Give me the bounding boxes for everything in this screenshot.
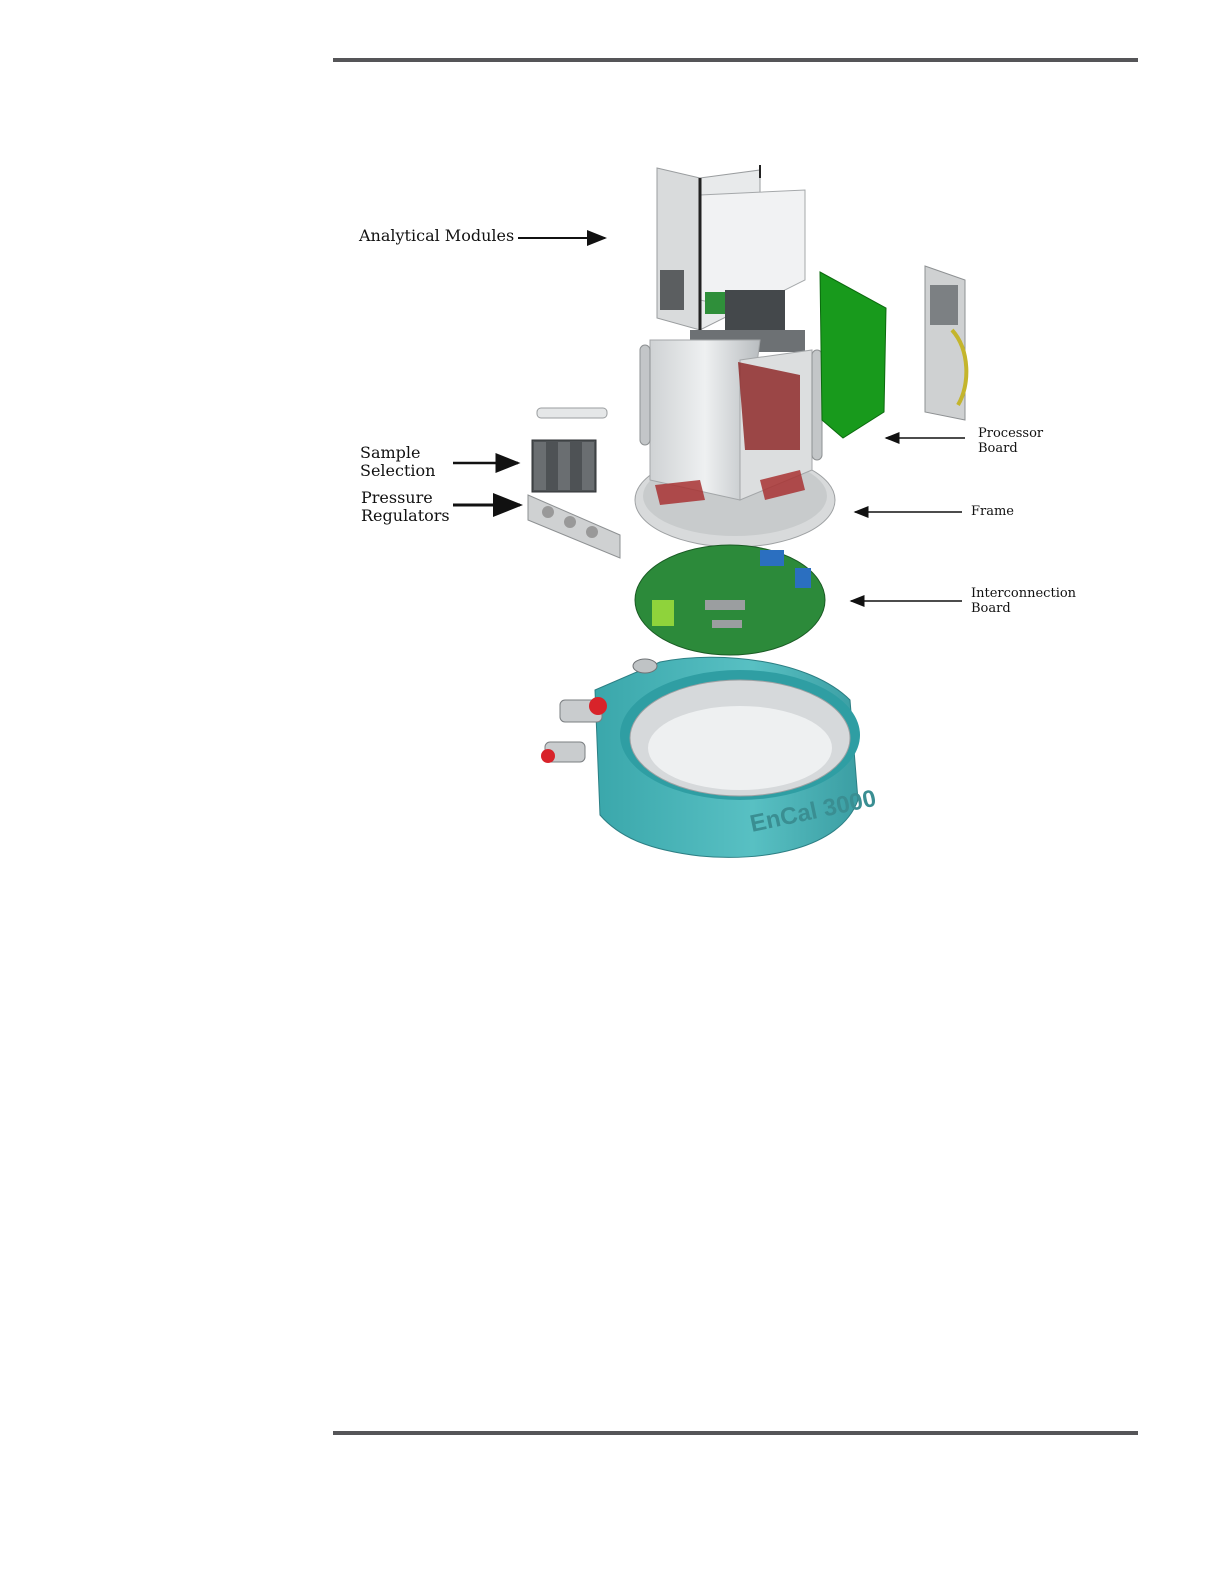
callout-analytical-modules: Analytical Modules bbox=[359, 227, 514, 245]
sample-selection-part bbox=[532, 408, 607, 492]
encal-base-part: EnCal 3000 bbox=[541, 657, 879, 857]
footer-rule bbox=[333, 1431, 1138, 1435]
analytical-modules-part bbox=[657, 165, 805, 352]
processor-bracket-part bbox=[925, 266, 966, 420]
interconnection-board-part bbox=[635, 545, 825, 655]
pressure-regulators-part bbox=[528, 495, 620, 558]
processor-board-part bbox=[820, 272, 886, 438]
callout-frame: Frame bbox=[971, 505, 1014, 520]
callout-interconnection-board: Interconnection Board bbox=[971, 587, 1076, 617]
callout-processor-board: Processor Board bbox=[978, 427, 1043, 457]
frame-part bbox=[635, 340, 835, 547]
callout-pressure-regulators: Pressure Regulators bbox=[361, 489, 450, 526]
callout-sample-selection: Sample Selection bbox=[360, 444, 435, 481]
